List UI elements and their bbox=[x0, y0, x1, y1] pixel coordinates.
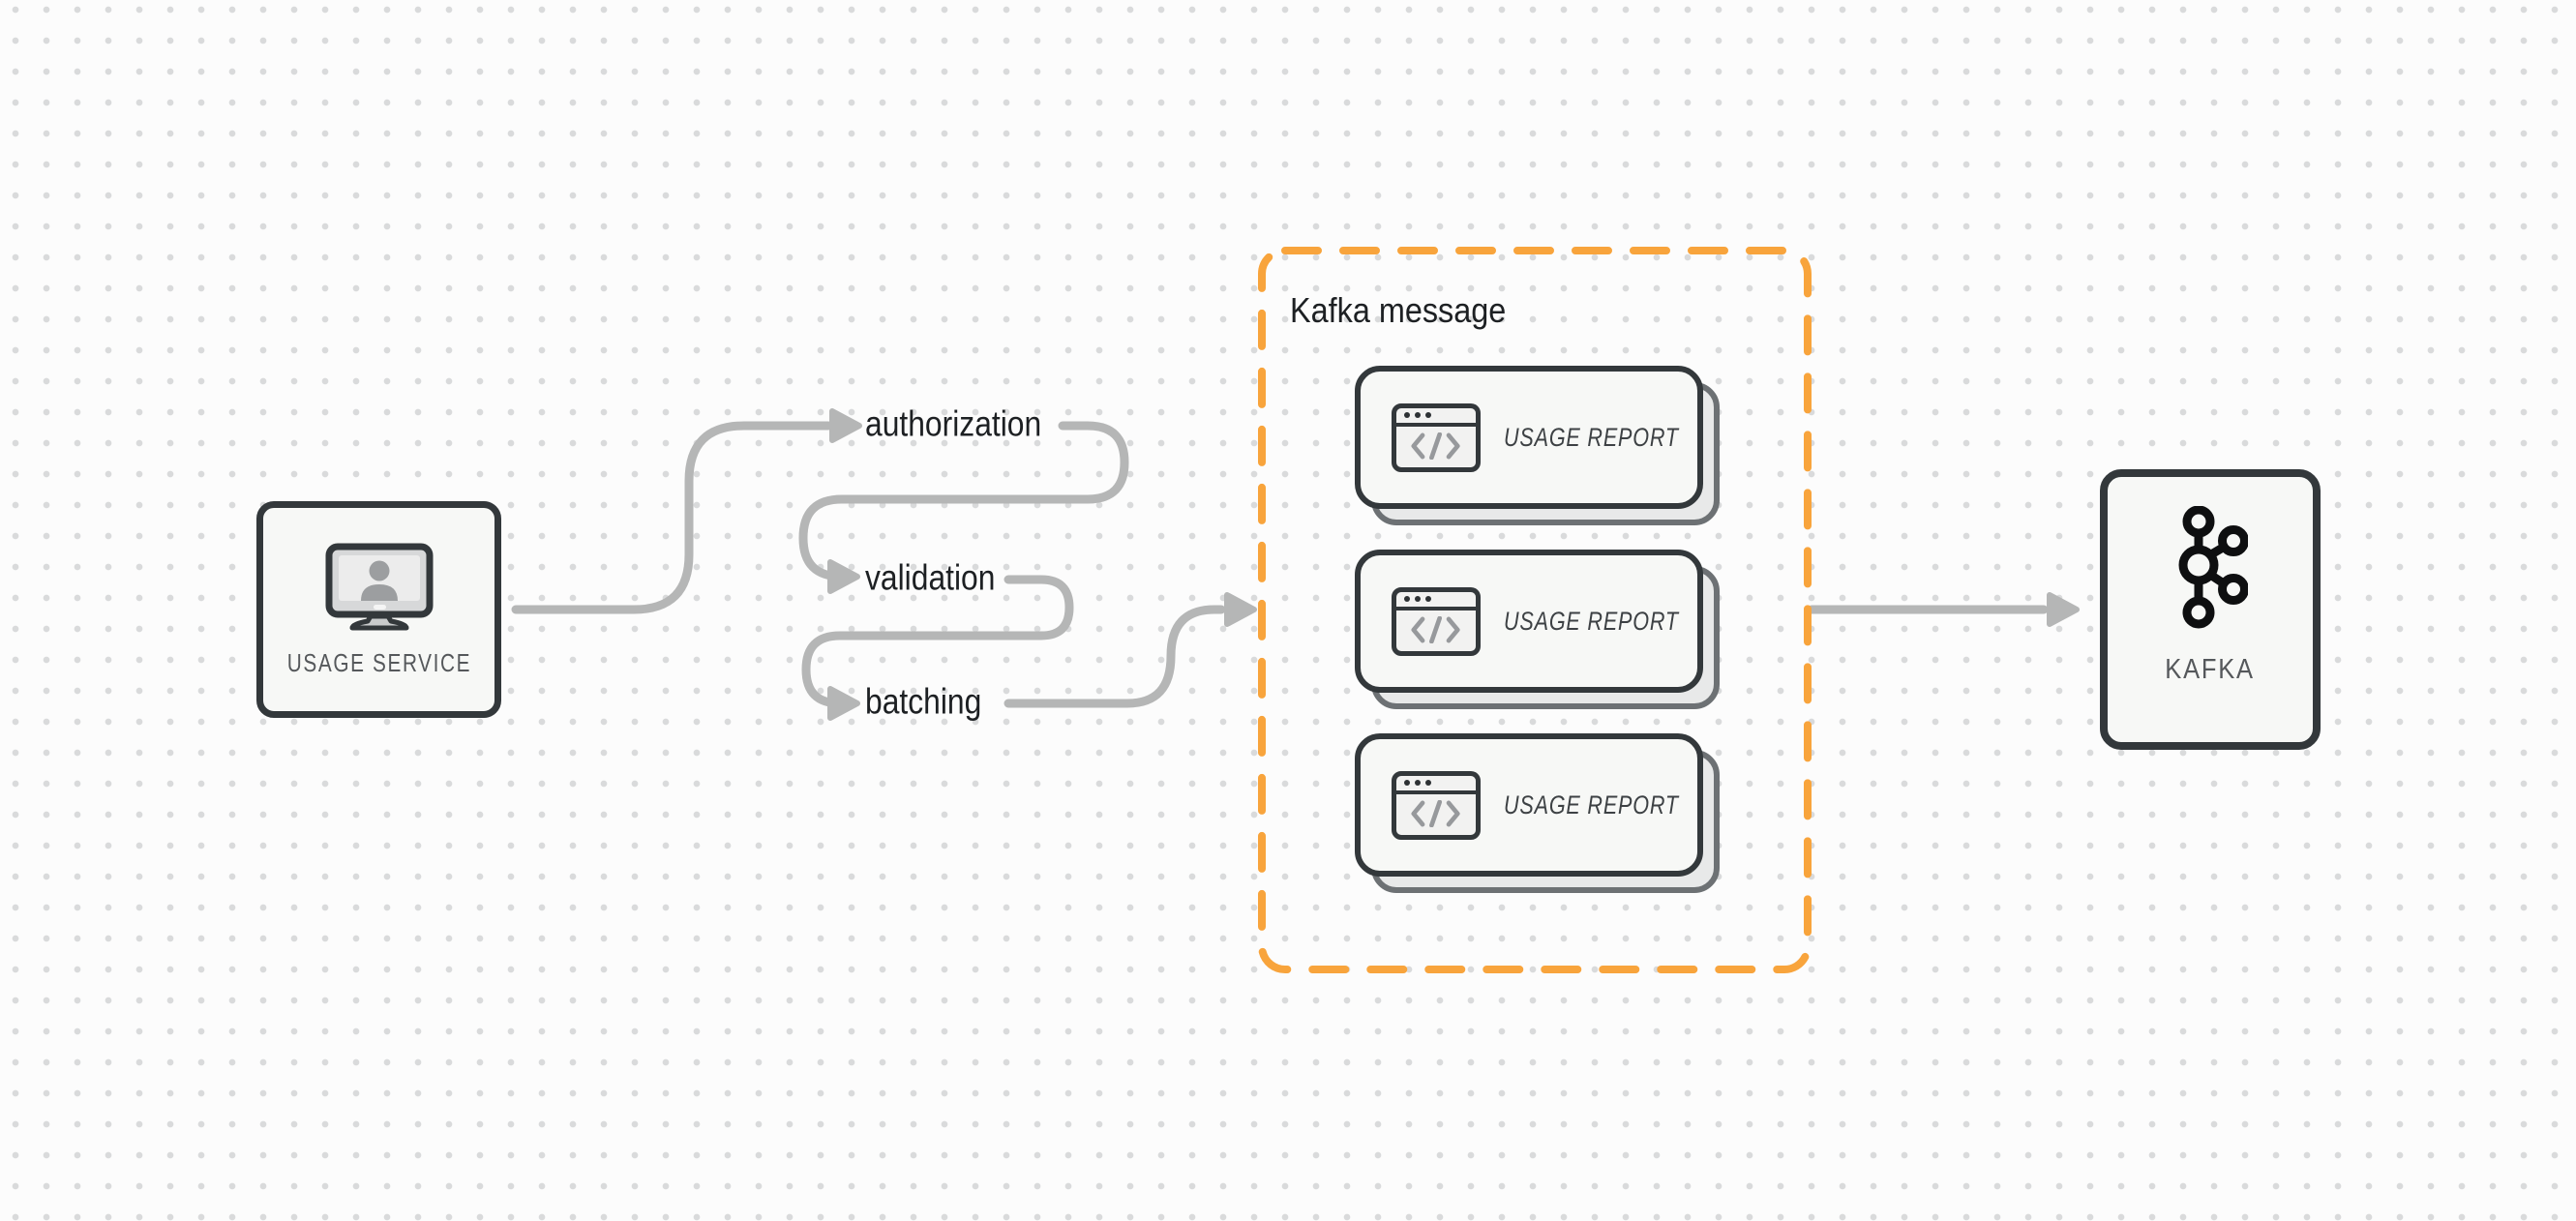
window-dot-icon bbox=[1404, 596, 1410, 602]
window-dot-icon bbox=[1425, 596, 1431, 602]
step-label-authorization: authorization bbox=[865, 403, 1042, 444]
kafka-logo-icon bbox=[2172, 505, 2249, 637]
code-window-icon bbox=[1392, 586, 1481, 656]
code-glyph-icon bbox=[1411, 800, 1460, 827]
kafka-node[interactable]: KAFKA bbox=[2100, 469, 2321, 750]
usage-service-node[interactable]: USAGE SERVICE bbox=[256, 501, 501, 718]
window-dot-icon bbox=[1425, 780, 1431, 786]
code-glyph-icon bbox=[1411, 616, 1460, 643]
usage-report-card[interactable]: USAGE REPORT bbox=[1355, 366, 1721, 526]
arrowhead-icon bbox=[1224, 592, 1257, 627]
connector-batching-to-group bbox=[1003, 605, 1226, 708]
window-dot-icon bbox=[1425, 412, 1431, 418]
usage-report-card[interactable]: USAGE REPORT bbox=[1355, 733, 1721, 894]
window-dot-icon bbox=[1415, 780, 1421, 786]
usage-report-label: USAGE REPORT bbox=[1504, 422, 1679, 452]
code-window-icon bbox=[1392, 770, 1481, 840]
connector-validation-to-batching bbox=[801, 575, 1074, 708]
usage-report-label: USAGE REPORT bbox=[1504, 606, 1679, 636]
monitor-user-icon bbox=[325, 543, 434, 637]
arrowhead-icon bbox=[827, 686, 860, 721]
usage-report-card[interactable]: USAGE REPORT bbox=[1355, 550, 1721, 710]
arrowhead-icon bbox=[829, 408, 862, 443]
kafka-label: KAFKA bbox=[2165, 654, 2256, 685]
window-dot-icon bbox=[1404, 780, 1410, 786]
window-dot-icon bbox=[1415, 596, 1421, 602]
window-dot-icon bbox=[1415, 412, 1421, 418]
code-glyph-icon bbox=[1411, 432, 1460, 460]
window-dot-icon bbox=[1404, 412, 1410, 418]
usage-report-label: USAGE REPORT bbox=[1504, 789, 1679, 819]
step-label-batching: batching bbox=[865, 681, 982, 722]
code-window-icon bbox=[1392, 402, 1481, 472]
kafka-message-title: Kafka message bbox=[1290, 290, 1507, 330]
arrowhead-icon bbox=[827, 559, 860, 594]
kafka-message-group-border bbox=[1258, 247, 1812, 973]
kafka-message-group[interactable]: Kafka message bbox=[1258, 247, 1812, 973]
usage-service-label: USAGE SERVICE bbox=[286, 648, 471, 677]
arrowhead-icon bbox=[2047, 592, 2080, 627]
connector-usage-to-authorization bbox=[511, 421, 833, 614]
step-label-validation: validation bbox=[865, 557, 996, 598]
connector-authorization-to-validation bbox=[798, 421, 1129, 581]
